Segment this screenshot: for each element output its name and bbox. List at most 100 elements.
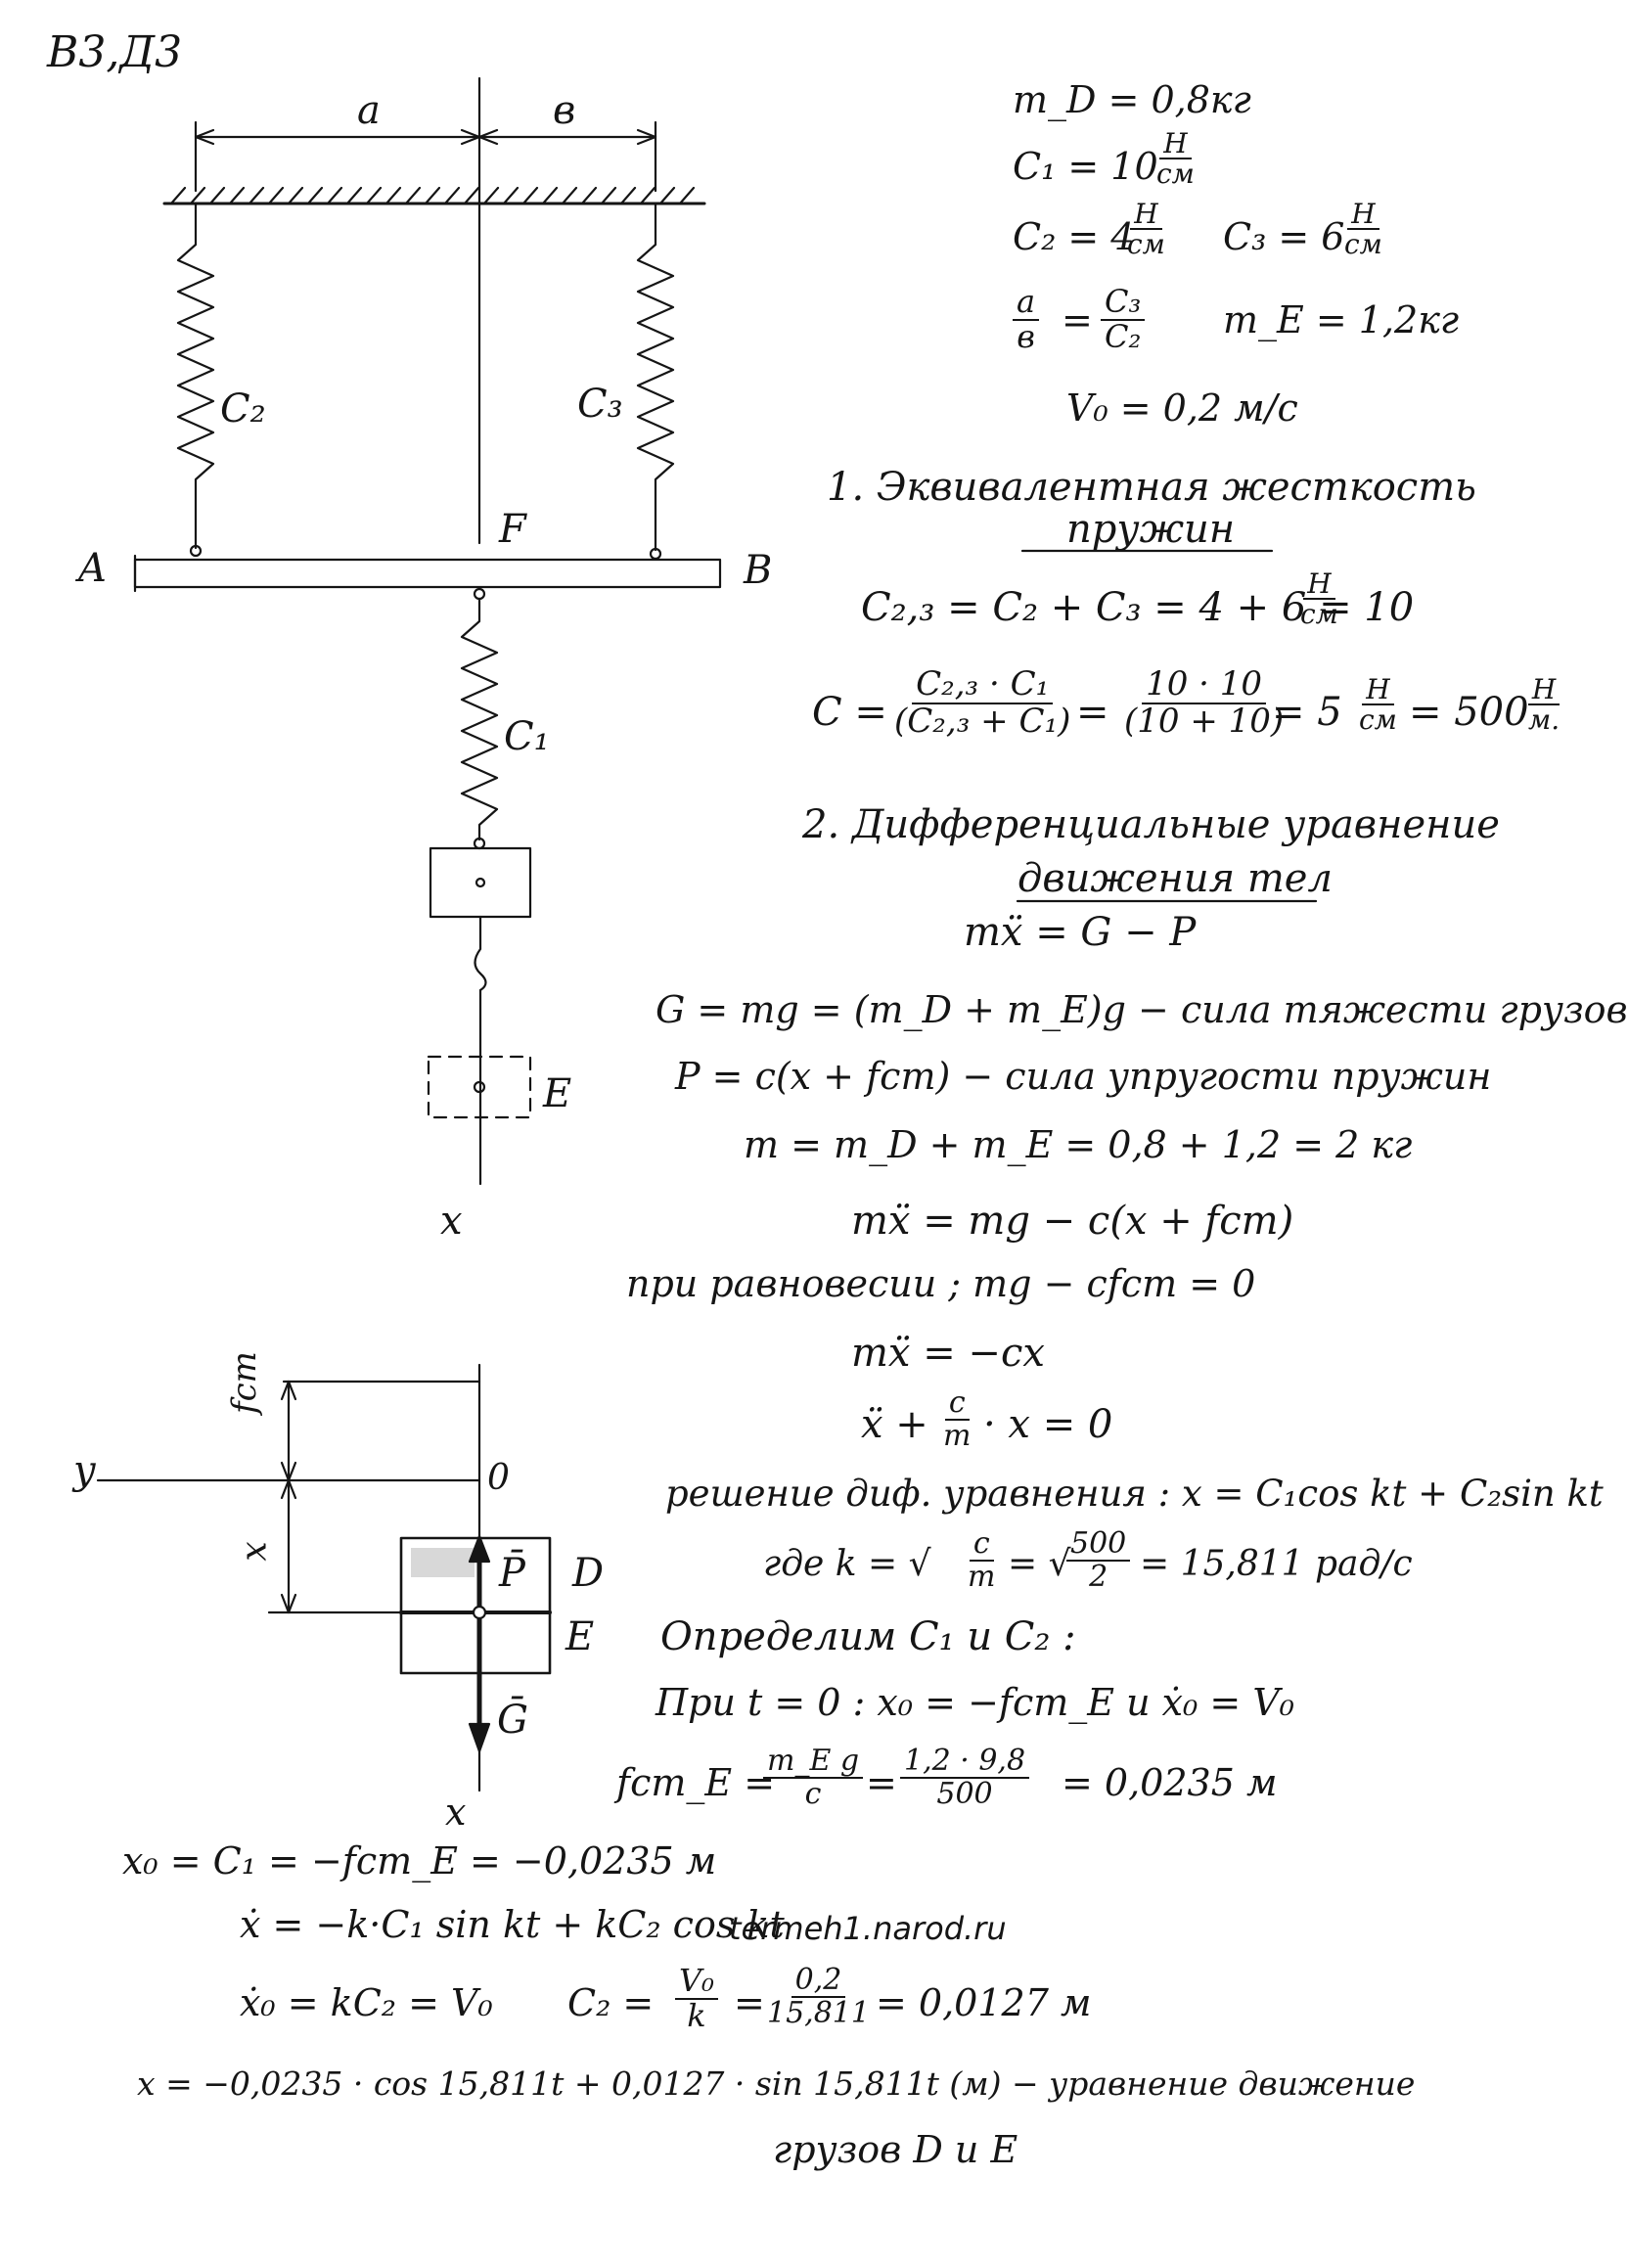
dimension-line-ab — [194, 76, 657, 545]
point-b-label: B — [744, 548, 773, 593]
k-mid: = √ — [1008, 1544, 1071, 1584]
ceiling-hatch-mark — [326, 186, 343, 205]
fraction-denominator: 500 — [936, 1776, 993, 1811]
c2-eq: = — [734, 1981, 765, 2024]
ceiling-hatch-mark — [443, 186, 461, 205]
fraction-numerator: H — [1130, 200, 1162, 231]
ceiling-hatch-mark — [248, 186, 265, 205]
mass-d-label: D — [572, 1551, 605, 1596]
fcme-fraction-2: 1,2 · 9,8 500 — [900, 1746, 1030, 1811]
mass-d — [429, 846, 532, 919]
fraction-denominator: 2 — [1089, 1559, 1108, 1594]
eq2: mẍ = mg − c(x + fcm) — [851, 1199, 1294, 1244]
force-g-label: Ḡ — [497, 1698, 528, 1743]
hook — [474, 915, 487, 992]
k-rhs: = 15,811 рад/с — [1140, 1544, 1413, 1584]
c-fraction-2: 10 · 10 (10 + 10) — [1120, 666, 1288, 741]
ceiling-hatch-mark — [541, 186, 559, 205]
find-constants: Определим C₁ и C₂ : — [660, 1614, 1076, 1659]
c-eq3: = 500 — [1409, 690, 1529, 735]
ceiling-hatch-mark — [306, 186, 324, 205]
fraction-numerator: V₀ — [675, 1964, 718, 2000]
spring-c2-label: C₂ — [220, 386, 266, 431]
fraction-numerator: 500 — [1066, 1528, 1131, 1562]
ceiling-hatch-mark — [365, 186, 383, 205]
k-fraction-2: 500 2 — [1066, 1528, 1131, 1594]
mass-e-label: E — [543, 1071, 572, 1116]
fraction-numerator: C₂,₃ · C₁ — [912, 666, 1054, 704]
k-fraction-1: c m — [964, 1528, 999, 1592]
c23-equation: C₂,₃ = C₂ + C₃ = 4 + 6 = 10 — [861, 585, 1415, 630]
fcme-rhs: = 0,0235 м — [1062, 1761, 1278, 1804]
fraction-denominator: 15,811 — [767, 1995, 870, 2030]
equilibrium-equation: при равновесии ; mg − cfcm = 0 — [626, 1262, 1256, 1305]
eq4-fraction: c m — [939, 1387, 974, 1451]
axis-x-label-bottom: x — [445, 1791, 467, 1834]
fraction-denominator: (10 + 10) — [1124, 701, 1285, 741]
fraction-numerator: H — [1362, 675, 1394, 706]
ceiling — [162, 186, 706, 205]
given-c1: C₁ = 10 — [1013, 145, 1158, 188]
fraction-numerator: C₃ — [1101, 285, 1146, 321]
ceiling-hatch-mark — [208, 186, 226, 205]
ceiling-hatch-mark — [619, 186, 637, 205]
ceiling-hatch-mark — [228, 186, 246, 205]
fraction-denominator: см — [1359, 703, 1397, 737]
c-fraction-1: C₂,₃ · C₁ (C₂,₃ + C₁) — [890, 666, 1074, 741]
motion-equation: x = −0,0235 · cos 15,811t + 0,0127 · sin… — [137, 2064, 1416, 2103]
x-dimension-label: x — [234, 1541, 275, 1562]
c2-fraction-1: V₀ k — [675, 1964, 718, 2032]
ceiling-hatch-mark — [639, 186, 656, 205]
fraction-denominator: c — [804, 1776, 822, 1811]
spring-c2 — [176, 202, 215, 550]
fraction-numerator: H — [1527, 675, 1560, 706]
given-c2: C₂ = 4 — [1013, 215, 1135, 258]
watermark: termeh1.narod.ru — [729, 1910, 1007, 1947]
origin-label: 0 — [487, 1458, 510, 1498]
ceiling-hatch-mark — [404, 186, 422, 205]
ceiling-hatch-mark — [561, 186, 578, 205]
given-c3-unit: H см — [1340, 200, 1386, 259]
p-definition: P = c(x + fcm) − сила упругости пружин — [675, 1055, 1492, 1098]
ceiling-hatch-mark — [424, 186, 441, 205]
axis-y-label: y — [73, 1448, 96, 1493]
c-eq1: = — [1076, 690, 1109, 735]
fraction-denominator: m — [968, 1559, 996, 1594]
fcme-eq: = — [866, 1761, 897, 1804]
point-f-label: F — [499, 507, 526, 552]
xdot-line: ẋ = −k·C₁ sin kt + kC₂ cos kt — [240, 1903, 785, 1946]
fraction-numerator: c — [944, 1387, 970, 1421]
ceiling-hatch-mark — [463, 186, 480, 205]
fraction-denominator: в — [1017, 317, 1035, 355]
xdot0-line: ẋ₀ = kC₂ = V₀ — [240, 1981, 493, 2024]
fcme-fraction-1: m_E g c — [763, 1746, 864, 1811]
fraction-numerator: m_E g — [763, 1746, 864, 1779]
section2-title-line2: движения тел — [1018, 856, 1333, 901]
fst-label: fcm — [225, 1351, 264, 1414]
ceiling-hatch-mark — [678, 186, 696, 205]
section1-title-line2: пружин — [1066, 507, 1236, 552]
fraction-numerator: H — [1159, 129, 1192, 160]
fraction-denominator: см — [1127, 228, 1165, 261]
spring-c3 — [636, 202, 675, 552]
dimension-b-label: в — [553, 88, 576, 133]
mass-e-box — [399, 1610, 552, 1675]
spring-c1 — [460, 597, 499, 841]
ceiling-hatch-mark — [384, 186, 402, 205]
eq4-lhs: ẍ + — [861, 1402, 928, 1447]
mass-e-dashed — [427, 1055, 532, 1119]
section1-title: 1. Эквивалентная жесткость — [827, 465, 1476, 510]
force-p-label: P̄ — [499, 1551, 525, 1596]
ceiling-hatch-mark — [287, 186, 304, 205]
given-me: m_E = 1,2кг — [1223, 298, 1460, 341]
c-eq2: = 5 — [1272, 690, 1342, 735]
fraction-denominator: см — [1344, 228, 1382, 261]
ceiling-hatch-mark — [169, 186, 187, 205]
c2-rhs: = 0,0127 м — [876, 1981, 1092, 2024]
given-c2-unit: H см — [1123, 200, 1169, 259]
fraction-denominator: см — [1300, 598, 1338, 631]
fraction-numerator: 0,2 — [791, 1965, 846, 1998]
fraction-denominator: (C₂,₃ + C₁) — [894, 701, 1071, 741]
fraction-numerator: H — [1347, 200, 1379, 231]
